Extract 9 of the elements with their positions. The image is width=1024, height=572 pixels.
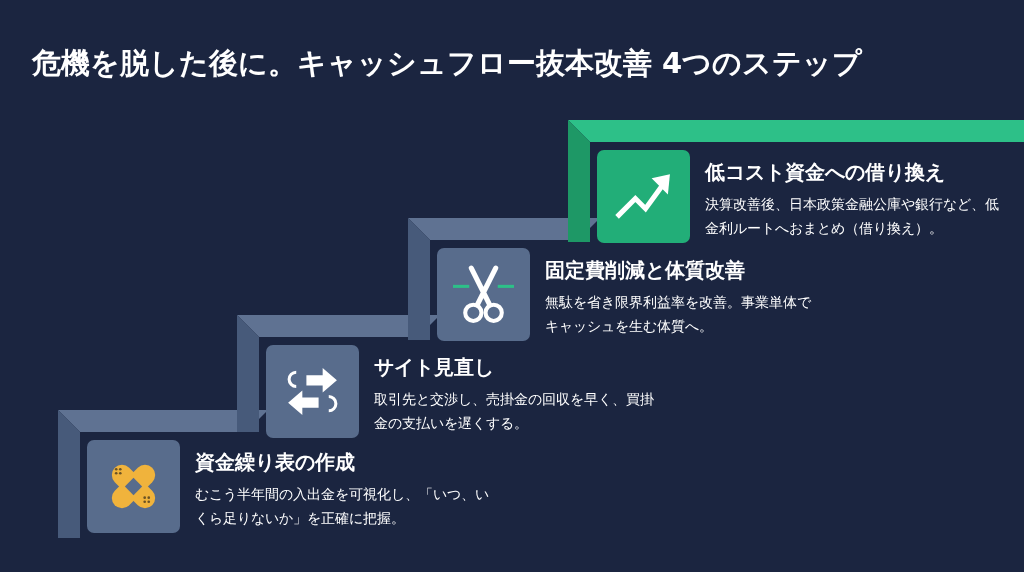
step-description: 取引先と交渉し、売掛金の回収を早く、買掛金の支払いを遅くする。 <box>374 390 655 433</box>
step-description: むこう半年間の入出金を可視化し、「いつ、いくら足りないか」を正確に把握。 <box>195 485 490 528</box>
step-heading: 固定費削減と体質改善 <box>545 258 745 282</box>
step-description: 決算改善後、日本政策金融公庫や銀行など、低金利ルートへおまとめ（借り換え）。 <box>705 195 1000 238</box>
step-description: 無駄を省き限界利益率を改善。事業単体でキャッシュを生む体質へ。 <box>545 293 812 336</box>
title: 危機を脱した後に。キャッシュフロー抜本改善 4つのステップ <box>32 45 863 82</box>
step-heading: サイト見直し <box>374 355 494 379</box>
step-heading: 資金繰り表の作成 <box>195 450 355 474</box>
step-heading: 低コスト資金への借り換え <box>705 160 945 184</box>
